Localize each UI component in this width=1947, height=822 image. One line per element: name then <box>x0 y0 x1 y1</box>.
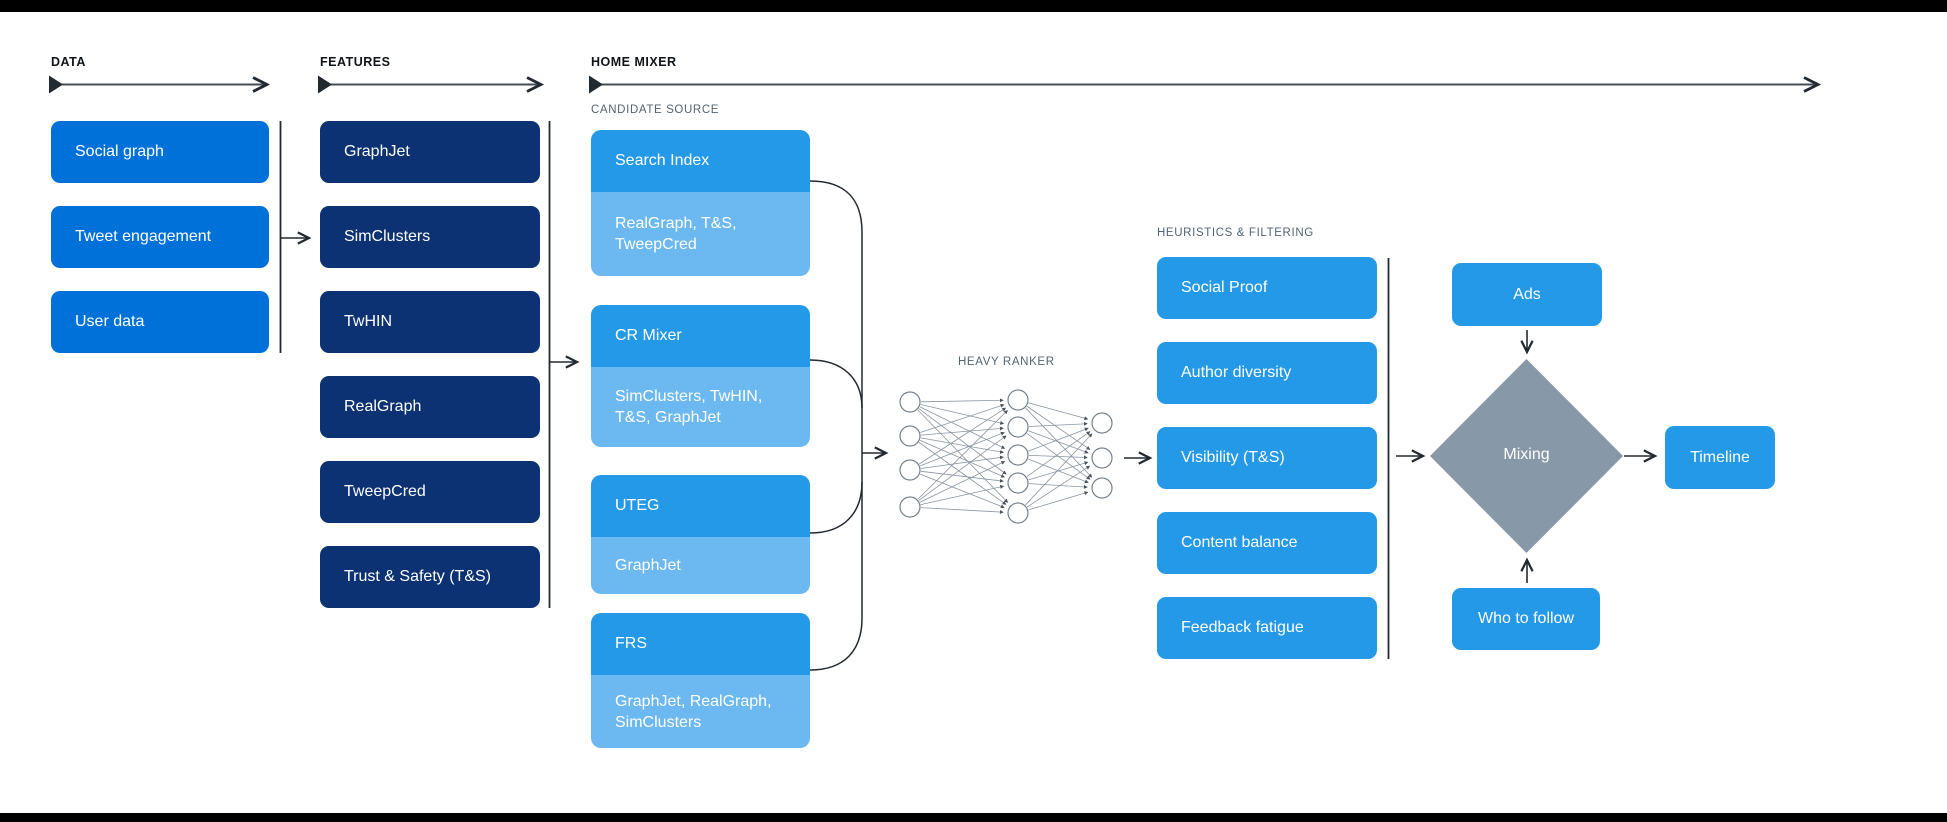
section-header-data: DATA <box>51 55 86 69</box>
label-heuristics-filtering: HEURISTICS & FILTERING <box>1157 227 1314 239</box>
candidate-title: FRS <box>591 613 810 675</box>
section-header-home-mixer: HOME MIXER <box>591 55 677 69</box>
candidate-title: UTEG <box>591 475 810 537</box>
label-heavy-ranker: HEAVY RANKER <box>958 356 1055 368</box>
who-to-follow-box: Who to follow <box>1452 588 1600 650</box>
mixing-diamond-label: Mixing <box>1503 446 1550 463</box>
feature-box-tweepcred: TweepCred <box>320 461 540 523</box>
mixing-diamond <box>1430 359 1623 553</box>
candidate-inputs: SimClusters, TwHIN, T&S, GraphJet <box>591 367 810 447</box>
feature-box-simclusters: SimClusters <box>320 206 540 268</box>
candidate-inputs: RealGraph, T&S, TweepCred <box>591 192 810 276</box>
bottom-black-bar <box>0 813 1947 822</box>
candidate-box-cr-mixer: CR Mixer SimClusters, TwHIN, T&S, GraphJ… <box>591 305 810 447</box>
heuristic-box-visibility: Visibility (T&S) <box>1157 427 1377 489</box>
data-box-social-graph: Social graph <box>51 121 269 183</box>
label-candidate-source: CANDIDATE SOURCE <box>591 104 720 116</box>
heuristic-box-social-proof: Social Proof <box>1157 257 1377 319</box>
data-box-user-data: User data <box>51 291 269 353</box>
heuristic-box-feedback-fatigue: Feedback fatigue <box>1157 597 1377 659</box>
feature-box-trust-safety: Trust & Safety (T&S) <box>320 546 540 608</box>
candidate-inputs: GraphJet <box>591 537 810 594</box>
feature-box-graphjet: GraphJet <box>320 121 540 183</box>
section-header-features: FEATURES <box>320 55 391 69</box>
candidate-box-uteg: UTEG GraphJet <box>591 475 810 594</box>
feature-box-twhin: TwHIN <box>320 291 540 353</box>
data-box-tweet-engagement: Tweet engagement <box>51 206 269 268</box>
candidate-title: CR Mixer <box>591 305 810 367</box>
candidate-box-search-index: Search Index RealGraph, T&S, TweepCred <box>591 130 810 276</box>
heuristic-box-content-balance: Content balance <box>1157 512 1377 574</box>
ads-box: Ads <box>1452 263 1602 326</box>
candidate-inputs: GraphJet, RealGraph, SimClusters <box>591 675 810 748</box>
candidate-collector-curves <box>809 180 863 671</box>
feature-box-realgraph: RealGraph <box>320 376 540 438</box>
heuristic-box-author-diversity: Author diversity <box>1157 342 1377 404</box>
candidate-title: Search Index <box>591 130 810 192</box>
top-black-bar <box>0 0 1947 12</box>
timeline-box: Timeline <box>1665 426 1775 489</box>
neural-network-illustration <box>899 389 1113 524</box>
candidate-box-frs: FRS GraphJet, RealGraph, SimClusters <box>591 613 810 748</box>
